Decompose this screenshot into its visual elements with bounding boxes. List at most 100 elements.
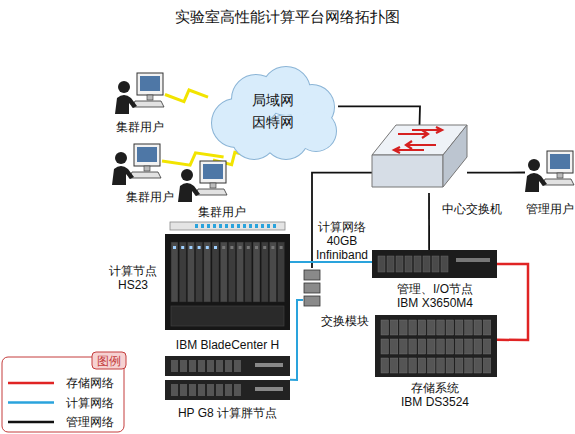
legend-swatch: [8, 401, 54, 404]
disk-slot: [428, 339, 436, 354]
disk-slot: [400, 339, 408, 354]
node-label: HP G8 计算胖节点: [155, 406, 300, 420]
fat-node-servers: HP G8 计算胖节点: [165, 356, 290, 401]
drive-bay: [189, 360, 196, 372]
strip-port: [243, 224, 246, 228]
storage-body: [375, 315, 497, 377]
blade-slot: [220, 242, 227, 302]
disk-slot: [390, 320, 398, 335]
server-panel: [456, 258, 490, 262]
blade-light: [181, 246, 184, 249]
blade-light: [280, 246, 283, 249]
blade-light: [239, 246, 242, 249]
disk-slot: [390, 358, 398, 373]
disk-slot: [483, 339, 491, 354]
server-body: [372, 250, 497, 278]
module-unit: [304, 270, 320, 280]
drive-bay: [225, 384, 232, 396]
user-body: [112, 166, 134, 185]
server-panel: [255, 363, 283, 367]
drive-bay: [180, 384, 187, 396]
disk-slot: [465, 358, 473, 373]
management-link: [312, 173, 372, 268]
blade-light: [173, 246, 176, 249]
user-head: [528, 159, 540, 171]
keyboard: [129, 172, 161, 178]
drive-bay: [441, 256, 448, 272]
user-head: [115, 152, 127, 164]
strip-port: [273, 224, 276, 228]
switch-module: 交换模块: [303, 268, 321, 308]
node-label: IBM BladeCenter H: [165, 338, 290, 352]
blade-slot: [245, 242, 252, 302]
wireless-link: [165, 90, 208, 102]
io-server: 管理、I/O节点 IBM X3650M4: [372, 250, 497, 278]
blade-light: [271, 246, 274, 249]
server-panel: [255, 387, 283, 391]
disk-slot: [437, 339, 445, 354]
disk-slot: [400, 320, 408, 335]
blade-light: [230, 246, 233, 249]
strip-port: [201, 224, 204, 228]
strip-port: [213, 224, 216, 228]
disk-slot: [474, 320, 482, 335]
disk-slot: [418, 339, 426, 354]
strip-port: [231, 224, 234, 228]
switch-arrow: [398, 130, 428, 138]
drive-bay: [180, 360, 187, 372]
blade-light: [247, 246, 250, 249]
monitor-screen: [140, 76, 160, 91]
user-head: [118, 81, 130, 93]
monitor: [547, 151, 573, 173]
drive-bay: [234, 360, 241, 372]
strip-port: [249, 224, 252, 228]
node-label: 中心交换机: [437, 202, 507, 216]
drive-bay: [207, 360, 214, 372]
legend-swatch: [8, 382, 54, 385]
drive-bay: [225, 360, 232, 372]
node-label: 集群用户: [110, 120, 170, 134]
strip-port: [225, 224, 228, 228]
monitor-screen: [550, 154, 570, 169]
disk-slot: [437, 320, 445, 335]
strip-port: [195, 224, 198, 228]
node-label: 集群用户: [120, 190, 180, 204]
monitor: [134, 144, 160, 166]
node-label: 计算节点 HS23: [107, 264, 159, 292]
node-illustration: [208, 65, 338, 157]
disk-slot: [428, 320, 436, 335]
monitor-stand: [144, 166, 150, 171]
core-switch: 中心交换机: [372, 125, 467, 193]
disk-slot: [483, 320, 491, 335]
node-label: 管理、I/O节点 IBM X3650M4: [391, 282, 479, 310]
node-illustration: [165, 356, 290, 401]
blade-slot: [212, 242, 219, 302]
user-body: [525, 173, 547, 192]
chassis-base: [171, 306, 284, 326]
blade-slot: [179, 242, 186, 302]
chassis-body: [165, 234, 290, 330]
legend-tab: [92, 352, 126, 369]
node-label: 交换模块: [315, 314, 375, 328]
rack-switch-strip: [170, 222, 285, 230]
switch-front: [372, 155, 443, 187]
monitor-stand: [210, 183, 216, 188]
disk-slot: [390, 339, 398, 354]
admin-terminal: 管理用户: [525, 150, 570, 195]
storage-array: 存储系统 IBM DS3524: [375, 315, 497, 377]
disk-slot: [400, 358, 408, 373]
strip-port: [207, 224, 210, 228]
blade-light: [189, 246, 192, 249]
module-unit: [304, 296, 320, 306]
disk-slot: [446, 339, 454, 354]
drive-bay: [171, 360, 178, 372]
blade-light: [222, 246, 225, 249]
disk-slot: [455, 339, 463, 354]
drive-bay: [396, 256, 403, 272]
blade-light: [214, 246, 217, 249]
management-link: [338, 106, 420, 125]
blade-chassis: 计算节点 HS23IBM BladeCenter H: [165, 222, 290, 330]
storage-link: [497, 264, 528, 340]
